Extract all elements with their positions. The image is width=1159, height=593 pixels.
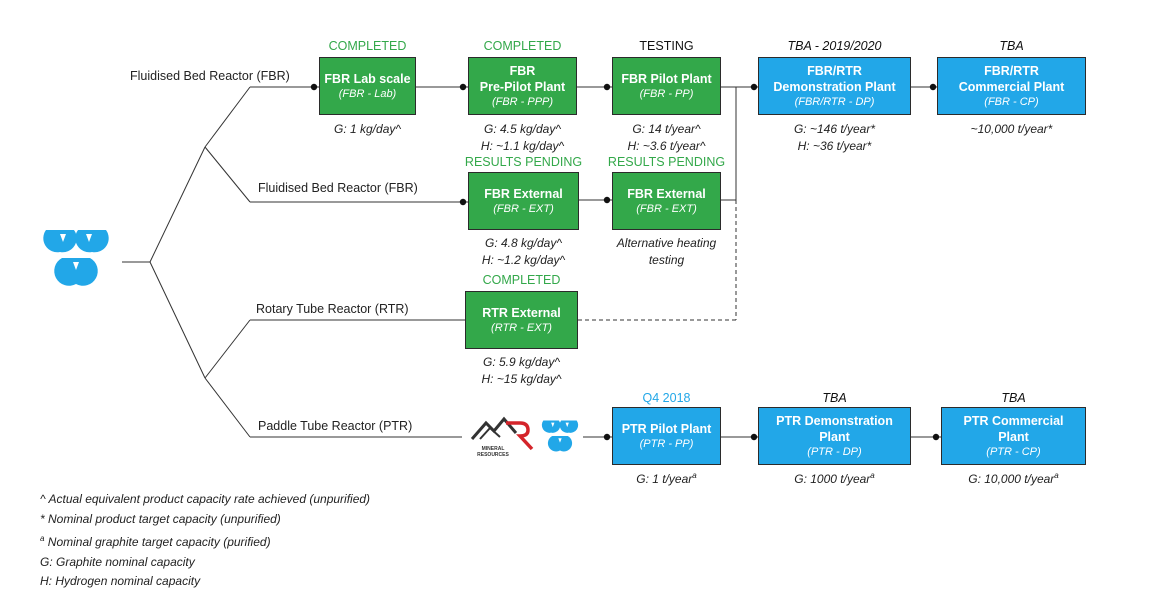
stage-status-fbr-cp: TBA (999, 39, 1024, 53)
note-superscript: a (1054, 471, 1059, 480)
stage-code: (FBR - EXT) (636, 202, 697, 215)
legend-line: H: Hydrogen nominal capacity (40, 574, 201, 588)
note-line: H: ~1.1 kg/day^ (480, 139, 565, 154)
stage-title: PTR Pilot Plant (621, 421, 712, 436)
mineral-resources-logo-icon (470, 416, 534, 451)
stage-note-fbr-pp: G: 14 t/year^ H: ~3.6 t/year^ (602, 121, 731, 156)
stage-box-fbr-lab: FBR Lab scale (FBR - Lab) (319, 57, 416, 115)
branch-label-rtr: Rotary Tube Reactor (RTR) (256, 302, 409, 316)
stage-status-ptr-dp: TBA (822, 391, 847, 405)
note-line: testing (648, 253, 685, 268)
note-line: G: 1 t/year (636, 472, 693, 486)
stage-title-line-1: FBR/RTR (984, 63, 1039, 78)
stage-box-ptr-cp: PTR Commercial Plant (PTR - CP) (941, 407, 1086, 465)
stage-status-ptr-cp: TBA (1001, 391, 1026, 405)
stage-box-ptr-pp: PTR Pilot Plant (PTR - PP) (612, 407, 721, 465)
stage-box-rtr-ext: RTR External (RTR - EXT) (465, 291, 578, 349)
note-line: G: 5.9 kg/day^ (482, 355, 560, 369)
note-line: H: ~36 t/year* (797, 139, 872, 154)
stage-code: (PTR - PP) (639, 437, 694, 450)
stage-box-fbr-cp: FBR/RTR Commercial Plant (FBR - CP) (937, 57, 1086, 115)
stage-code: (FBR/RTR - DP) (794, 96, 875, 109)
stage-title: FBR Pilot Plant (621, 71, 712, 86)
stage-title: FBR External (484, 186, 563, 201)
stage-title: FBR Lab scale (324, 71, 411, 86)
stage-code: (FBR - EXT) (493, 202, 554, 215)
stage-code: (FBR - Lab) (338, 87, 397, 100)
note-line: G: 1 kg/day^ (334, 122, 401, 136)
stage-box-fbr-ppp: FBR Pre-Pilot Plant (FBR - PPP) (468, 57, 577, 115)
stage-box-fbr-ext-1: FBR External (FBR - EXT) (468, 172, 579, 230)
note-line: Alternative heating (616, 236, 717, 250)
legend-line: ^ Actual equivalent product capacity rat… (40, 492, 371, 506)
stage-note-fbr-lab: G: 1 kg/day^ (319, 121, 416, 138)
stage-title-line-1: PTR Demonstration (776, 413, 893, 428)
note-superscript: a (692, 471, 697, 480)
stage-code: (PTR - DP) (807, 446, 862, 459)
stage-code: (FBR - PPP) (491, 96, 554, 109)
stage-code: (FBR - PP) (639, 87, 694, 100)
branch-label-fbr-1: Fluidised Bed Reactor (FBR) (130, 69, 290, 83)
stage-title-line-2: Plant (819, 429, 850, 444)
legend-superscript: a (40, 534, 45, 543)
stage-status-fbr-pp: TESTING (639, 39, 694, 53)
note-line: G: 1000 t/year (794, 472, 871, 486)
stage-box-fbr-dp: FBR/RTR Demonstration Plant (FBR/RTR - D… (758, 57, 911, 115)
legend-text: Nominal graphite target capacity (purifi… (44, 535, 271, 549)
legend-line: * Nominal product target capacity (unpur… (40, 511, 281, 526)
legend-line: a Nominal graphite target capacity (puri… (40, 529, 370, 553)
stage-status-ptr-pp: Q4 2018 (642, 391, 691, 405)
stage-status-rtr-ext: COMPLETED (482, 273, 561, 287)
note-line: H: ~15 kg/day^ (481, 372, 562, 387)
stage-box-fbr-pp: FBR Pilot Plant (FBR - PP) (612, 57, 721, 115)
stage-title-line-1: FBR (509, 63, 536, 78)
stage-note-ptr-dp: G: 1000 t/yeara (758, 470, 911, 488)
stage-note-ptr-pp: G: 1 t/yeara (602, 470, 731, 488)
stage-note-fbr-ppp: G: 4.5 kg/day^ H: ~1.1 kg/day^ (458, 121, 587, 156)
company-logo-small-icon (541, 420, 579, 452)
branch-label-ptr: Paddle Tube Reactor (PTR) (258, 419, 413, 433)
stage-note-fbr-dp: G: ~146 t/year* H: ~36 t/year* (758, 121, 911, 156)
stage-code: (FBR - CP) (984, 96, 1039, 109)
stage-note-rtr-ext: G: 5.9 kg/day^ H: ~15 kg/day^ (455, 354, 588, 389)
stage-status-fbr-ppp: COMPLETED (483, 39, 562, 53)
stage-note-ptr-cp: G: 10,000 t/yeara (941, 470, 1086, 488)
stage-status-fbr-ext-1: RESULTS PENDING (464, 155, 583, 169)
mineral-resources-wordmark: MINERAL RESOURCES (477, 446, 509, 458)
legend: ^ Actual equivalent product capacity rat… (40, 490, 370, 592)
stage-title-line-2: Commercial Plant (958, 79, 1065, 94)
note-line: G: 10,000 t/year (968, 472, 1055, 486)
stage-box-fbr-ext-2: FBR External (FBR - EXT) (612, 172, 721, 230)
stage-title: RTR External (482, 305, 561, 320)
note-line: ~10,000 t/year* (970, 122, 1053, 136)
legend-line: G: Graphite nominal capacity (40, 554, 195, 569)
stage-title: FBR External (627, 186, 706, 201)
note-line: H: ~3.6 t/year^ (627, 139, 706, 154)
stage-status-fbr-ext-2: RESULTS PENDING (607, 155, 726, 169)
stage-title-line-1: FBR/RTR (807, 63, 862, 78)
stage-note-fbr-ext-2: Alternative heating testing (596, 235, 737, 270)
note-line: H: ~1.2 kg/day^ (481, 253, 566, 268)
company-logo-icon (43, 230, 109, 286)
stage-note-fbr-cp: ~10,000 t/year* (937, 121, 1086, 138)
stage-title-line-1: PTR Commercial (963, 413, 1064, 428)
stage-code: (PTR - CP) (986, 446, 1041, 459)
stage-status-fbr-dp: TBA - 2019/2020 (787, 39, 882, 53)
stage-status-fbr-lab: COMPLETED (328, 39, 407, 53)
note-superscript: a (870, 471, 875, 480)
note-line: G: 4.5 kg/day^ (483, 122, 561, 136)
stage-title-line-2: Pre-Pilot Plant (479, 79, 566, 94)
stage-code: (RTR - EXT) (491, 321, 552, 334)
stage-box-ptr-dp: PTR Demonstration Plant (PTR - DP) (758, 407, 911, 465)
stage-title-line-2: Plant (998, 429, 1029, 444)
note-line: G: ~146 t/year* (793, 122, 876, 136)
branch-label-fbr-2: Fluidised Bed Reactor (FBR) (258, 181, 418, 195)
note-line: G: 4.8 kg/day^ (484, 236, 562, 250)
note-line: G: 14 t/year^ (632, 122, 701, 136)
stage-title-line-2: Demonstration Plant (773, 79, 896, 94)
stage-note-fbr-ext-1: G: 4.8 kg/day^ H: ~1.2 kg/day^ (458, 235, 589, 270)
